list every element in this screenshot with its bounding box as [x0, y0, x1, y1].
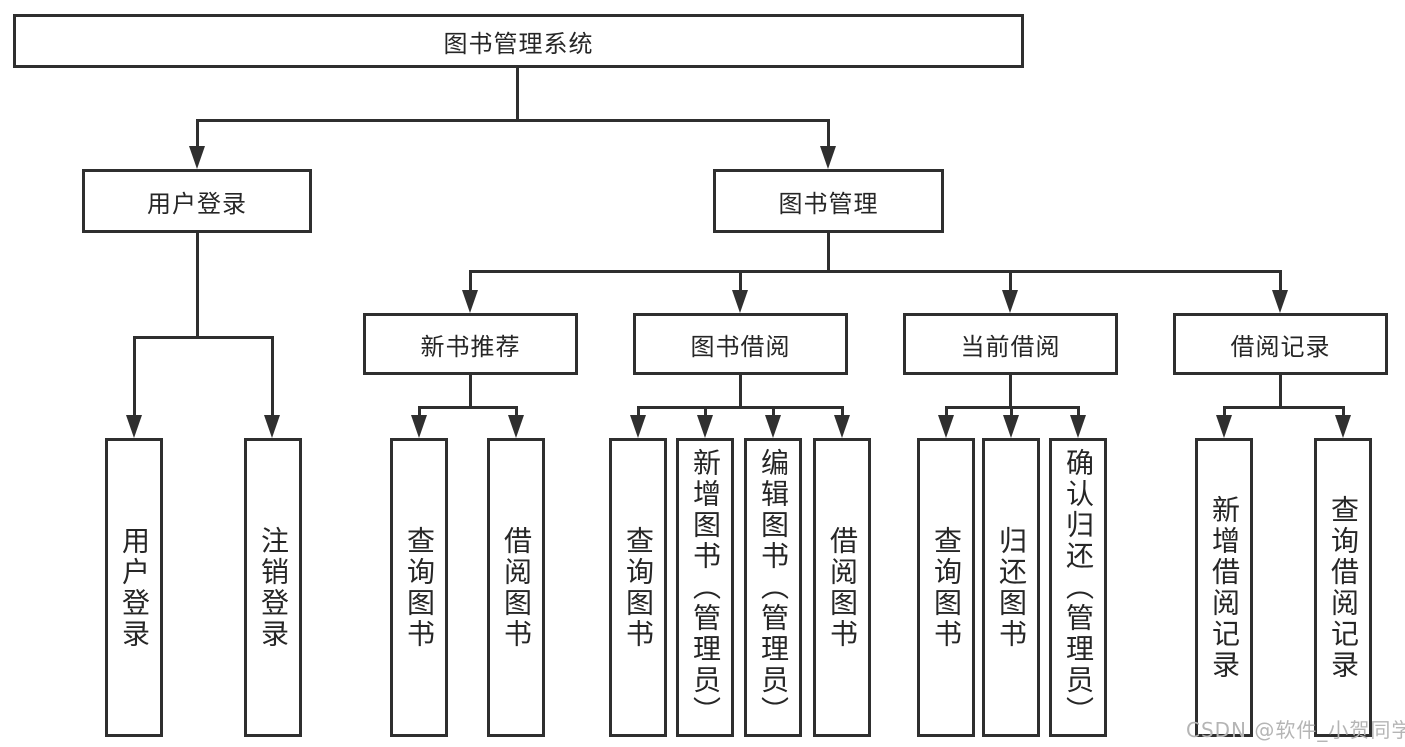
connector-line: [133, 336, 136, 420]
connector-line: [469, 270, 1282, 273]
leaf-label: 编辑图书（管理员）: [757, 448, 790, 727]
arrow-down-icon: [1272, 290, 1288, 313]
arrow-down-icon: [1002, 290, 1018, 313]
connector-line: [1009, 375, 1012, 409]
leaf-bb-add-books-admin: 新增图书（管理员）: [676, 438, 734, 737]
node-user-login: 用户登录: [82, 169, 312, 233]
arrow-down-icon: [630, 415, 646, 438]
arrow-down-icon: [1216, 415, 1232, 438]
arrow-down-icon: [411, 415, 427, 438]
csdn-watermark: CSDN @软件_小贺同学: [1186, 718, 1405, 742]
node-label: 图书借阅: [690, 332, 791, 361]
arrow-down-icon: [462, 290, 478, 313]
connector-line: [827, 233, 830, 273]
connector-line: [1009, 270, 1012, 295]
leaf-label: 借阅图书: [500, 525, 533, 650]
arrow-down-icon: [938, 415, 954, 438]
connector-line: [739, 270, 742, 295]
arrow-down-icon: [1335, 415, 1351, 438]
leaf-bb-edit-books-admin: 编辑图书（管理员）: [744, 438, 802, 737]
connector-line: [704, 406, 707, 420]
node-book-management: 图书管理: [713, 169, 944, 233]
connector-line: [1342, 406, 1345, 420]
arrow-down-icon: [732, 290, 748, 313]
leaf-label: 查询图书: [930, 525, 963, 650]
connector-line: [515, 406, 518, 420]
connector-line: [196, 119, 830, 122]
leaf-user-login: 用户登录: [105, 438, 163, 737]
connector-line: [133, 336, 274, 339]
node-label: 用户登录: [147, 189, 247, 218]
leaf-logout: 注销登录: [244, 438, 302, 737]
connector-line: [637, 406, 640, 420]
arrow-down-icon: [1003, 415, 1019, 438]
leaf-br-query-record: 查询借阅记录: [1314, 438, 1372, 737]
connector-line: [1223, 406, 1226, 420]
leaf-label: 注销登录: [257, 525, 290, 650]
connector-line: [469, 375, 472, 409]
node-label: 当前借阅: [960, 332, 1061, 361]
connector-line: [1279, 270, 1282, 295]
connector-line: [945, 406, 948, 420]
leaf-cb-query-books: 查询图书: [917, 438, 975, 737]
leaf-label: 借阅图书: [826, 525, 859, 650]
arrow-down-icon: [189, 146, 205, 169]
arrow-down-icon: [820, 146, 836, 169]
connector-line: [418, 406, 421, 420]
leaf-nb-borrow-books: 借阅图书: [487, 438, 545, 737]
arrow-down-icon: [508, 415, 524, 438]
connector-line: [1223, 406, 1344, 409]
connector-line: [772, 406, 775, 420]
connector-line: [1077, 406, 1080, 420]
connector-line: [196, 233, 199, 339]
connector-line: [1279, 375, 1282, 409]
leaf-br-add-record: 新增借阅记录: [1195, 438, 1253, 737]
leaf-label: 归还图书: [995, 525, 1028, 650]
leaf-label: 确认归还（管理员）: [1062, 448, 1095, 727]
leaf-label: 查询借阅记录: [1327, 494, 1360, 681]
leaf-label: 新增借阅记录: [1208, 494, 1241, 681]
arrow-down-icon: [1070, 415, 1086, 438]
connector-line: [841, 406, 844, 420]
connector-line: [827, 119, 830, 151]
connector-line: [516, 68, 519, 122]
connector-line: [271, 336, 274, 420]
leaf-nb-query-books: 查询图书: [390, 438, 448, 737]
leaf-bb-query-books: 查询图书: [609, 438, 667, 737]
node-label: 图书管理系统: [443, 29, 594, 58]
arrow-down-icon: [697, 415, 713, 438]
arrow-down-icon: [126, 415, 142, 438]
connector-line: [739, 375, 742, 409]
leaf-cb-confirm-return-admin: 确认归还（管理员）: [1049, 438, 1107, 737]
leaf-cb-return-books: 归还图书: [982, 438, 1040, 737]
arrow-down-icon: [765, 415, 781, 438]
arrow-down-icon: [264, 415, 280, 438]
connector-line: [469, 270, 472, 295]
arrow-down-icon: [834, 415, 850, 438]
node-borrowing-records: 借阅记录: [1173, 313, 1388, 375]
node-label: 图书管理: [778, 189, 879, 218]
leaf-label: 查询图书: [622, 525, 655, 650]
leaf-label: 查询图书: [403, 525, 436, 650]
node-current-borrowing: 当前借阅: [903, 313, 1118, 375]
node-label: 新书推荐: [420, 332, 521, 361]
leaf-label: 用户登录: [118, 525, 151, 650]
connector-line: [637, 406, 843, 409]
node-new-book-recommend: 新书推荐: [363, 313, 578, 375]
connector-line: [1010, 406, 1013, 420]
node-root-library-system: 图书管理系统: [13, 14, 1024, 68]
leaf-bb-borrow-books: 借阅图书: [813, 438, 871, 737]
node-book-borrowing: 图书借阅: [633, 313, 848, 375]
leaf-label: 新增图书（管理员）: [689, 448, 722, 727]
connector-line: [196, 119, 199, 151]
node-label: 借阅记录: [1230, 332, 1331, 361]
connector-line: [418, 406, 518, 409]
